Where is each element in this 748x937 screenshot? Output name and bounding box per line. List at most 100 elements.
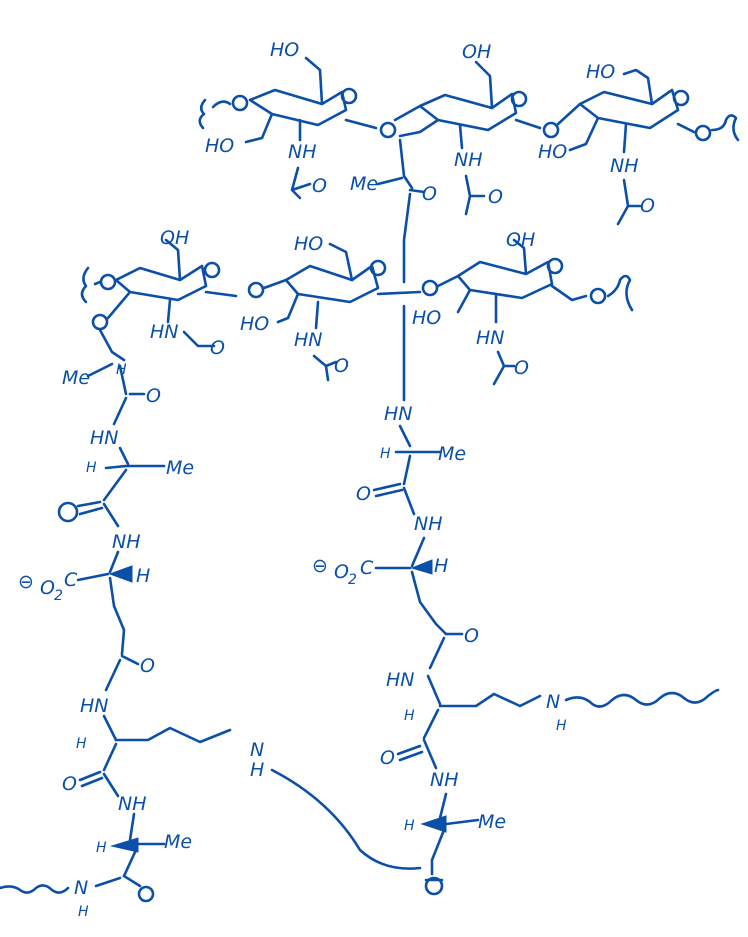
- ring-oxygen-top-1: [340, 87, 358, 105]
- sugar-ring-second-2: [284, 264, 380, 304]
- sugar-ring-top-2: [418, 92, 518, 132]
- link-second-left: [93, 280, 102, 286]
- hn-label: HN: [476, 327, 505, 349]
- link-o-second-1: [247, 281, 265, 299]
- bracket-right-top: [710, 114, 740, 142]
- ring-o-second-left: [99, 273, 117, 291]
- sugar-ring-second-3: [456, 260, 554, 300]
- h-label: H: [556, 718, 567, 734]
- oh-label: OH: [160, 227, 189, 249]
- acetyl-second-3: [492, 350, 516, 386]
- n-label: N: [74, 877, 88, 899]
- ring-oxygen-second-2: [369, 259, 387, 277]
- ring-oxygen-top-2: [510, 90, 528, 108]
- o-label: O: [334, 355, 349, 377]
- me-label: Me: [166, 457, 194, 479]
- glycosidic-link-second-2b: [436, 274, 460, 288]
- carbonyl-o-left-2: [57, 501, 79, 523]
- me-label: Me: [350, 173, 378, 195]
- lactyl-o-bond-second: [106, 290, 132, 320]
- ch2-second-3: [512, 238, 528, 276]
- ho-label: HO: [205, 135, 234, 157]
- second-glycan-strand: OH HN O HO HO HN O OH HO HN O: [80, 227, 634, 402]
- backbone-right-9: [438, 792, 448, 820]
- o-label: O: [356, 483, 371, 505]
- backbone-right-10: [430, 828, 446, 876]
- h-label: H: [76, 736, 87, 752]
- hn-label: HN: [386, 669, 415, 691]
- dap-side-chain-left: [114, 726, 232, 744]
- ho-label: HO: [240, 313, 269, 335]
- subscript-2: 2: [348, 572, 357, 588]
- glycosidic-link-second-1b: [262, 278, 288, 290]
- acetyl-second-1: [182, 330, 216, 348]
- crosslink-chain-top: [402, 192, 412, 284]
- oh-bond-second-2: [276, 292, 300, 324]
- c-label: C: [64, 569, 78, 591]
- h-label: H: [86, 460, 97, 476]
- me-bond-top: [376, 176, 404, 186]
- wedge-right-1: [410, 559, 433, 575]
- backbone-left-8: [102, 714, 118, 742]
- o-label: O: [312, 175, 327, 197]
- nh-label: NH: [118, 793, 147, 815]
- left-peptide-stem: Me H O HN H Me NH ⊖ O 2 C H O HN H N H: [0, 328, 264, 920]
- backbone-right-8: [422, 738, 438, 770]
- glutamyl-chain-right: [410, 570, 448, 636]
- nh-label: NH: [610, 155, 639, 177]
- acetyl-top-3: [616, 178, 642, 226]
- c-label: C: [360, 557, 374, 579]
- me-bond-left: [86, 362, 114, 378]
- backbone-right-1: [398, 424, 412, 448]
- carbonyl-right-3: [396, 744, 424, 762]
- o-label: O: [640, 195, 655, 217]
- hn-label: HN: [384, 403, 413, 425]
- backbone-right-4: [410, 536, 426, 568]
- nh-bond-top-2: [458, 123, 464, 150]
- h-label: H: [96, 840, 107, 856]
- oh-bond-second-3: [456, 288, 472, 314]
- carboxyl-bond-left: [76, 572, 110, 582]
- backbone-left-12: [122, 848, 138, 878]
- acetyl-top-1: [290, 166, 312, 200]
- glutamyl-chain-left: [108, 576, 126, 656]
- lactyl-oxygen-second: [91, 313, 109, 331]
- carbonyl-left-2: [76, 500, 104, 516]
- wedge-right-2: [420, 815, 447, 833]
- o-label: O: [210, 337, 225, 359]
- o-label: O: [488, 186, 503, 208]
- top-glycan-strand: HO HO NH O OH NH O Me O HO: [198, 39, 740, 284]
- backbone-left-1: [118, 364, 128, 396]
- wedge-left-2: [110, 837, 139, 853]
- glycosidic-link-second-1: [204, 290, 238, 298]
- ho-label: HO: [538, 141, 567, 163]
- backbone-right-6: [426, 674, 442, 706]
- oh-bond-top-3: [568, 116, 600, 152]
- glycosidic-link-second-2: [376, 290, 422, 296]
- nh-bond-second-1: [166, 298, 172, 324]
- ring-o-second-right: [589, 287, 607, 305]
- ring-oxygen-second-3: [546, 257, 564, 275]
- h-label: H: [136, 565, 150, 587]
- acetyl-top-2: [464, 174, 486, 216]
- link-right-second: [550, 284, 588, 302]
- carbonyl-left-3: [120, 654, 140, 666]
- hn-label: HN: [150, 321, 179, 343]
- h-label: H: [78, 904, 89, 920]
- ch2-top-3: [622, 68, 654, 106]
- me-label: Me: [62, 367, 90, 389]
- backbone-right-5: [428, 636, 446, 670]
- o-label: O: [514, 357, 529, 379]
- oh-bond-top-1: [244, 112, 274, 144]
- me-label: Me: [438, 443, 466, 465]
- continuation-wavy-left: [0, 884, 70, 894]
- link-o-second-2: [421, 279, 439, 297]
- nh-label: NH: [288, 141, 317, 163]
- nh-label: NH: [414, 513, 443, 535]
- carboxylate-charge: ⊖: [18, 571, 34, 593]
- backbone-left-9: [102, 742, 118, 772]
- nh-label: NH: [112, 531, 141, 553]
- o-label: O: [62, 773, 77, 795]
